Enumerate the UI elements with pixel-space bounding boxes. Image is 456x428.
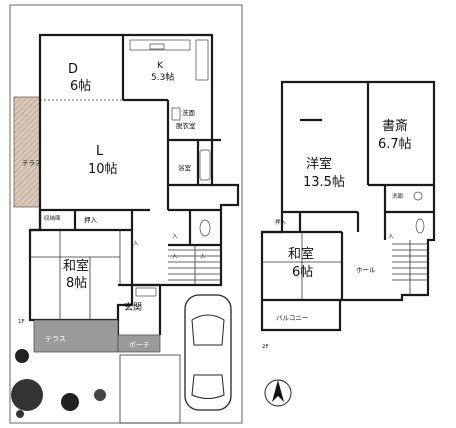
entrance-name: 玄関	[124, 301, 142, 313]
wash-basin	[171, 107, 181, 121]
toilet	[199, 219, 211, 237]
toilet-2f	[415, 218, 425, 234]
kitchen-fridge	[195, 39, 209, 81]
small-2f: 入	[388, 234, 394, 240]
house-outline-2f	[260, 80, 436, 332]
storage-name: 収納庫	[44, 214, 61, 222]
living-size: 10帖	[88, 162, 118, 177]
terrace-bottom-label: テラス	[45, 335, 66, 343]
western-name: 洋室	[306, 156, 332, 172]
washroom-name: 洗面	[182, 108, 196, 117]
shoe-cabinet	[135, 287, 157, 297]
washroom-sub: 脱衣室	[176, 121, 196, 130]
floor-1-plan: テラス	[9, 4, 243, 424]
stairs-1f	[168, 245, 221, 285]
stairs-2f	[392, 240, 428, 295]
dining-name: D	[68, 62, 78, 77]
floor-2-label: 2F	[262, 344, 269, 350]
balcony-name: バルコニー	[276, 314, 308, 322]
washitsu-name: 和室	[63, 258, 89, 274]
porch-label: ポーチ	[129, 341, 150, 349]
tatami-6	[262, 232, 342, 300]
hall-name: ホール	[356, 266, 376, 274]
small-4: 入	[133, 241, 139, 247]
garden-shrubs	[11, 349, 106, 418]
garden-bed	[119, 354, 181, 424]
dining-size: 6帖	[70, 79, 91, 94]
wash-basin-2f	[413, 191, 423, 201]
porch	[117, 334, 161, 353]
kitchen-size: 5.3帖	[151, 71, 174, 83]
western-size: 13.5帖	[303, 175, 345, 190]
bathtub	[199, 149, 211, 181]
washitsu2-name: 和室	[288, 246, 314, 262]
washroom2-name: 洗面	[392, 192, 404, 200]
study-name: 書斎	[382, 118, 408, 134]
terrace-bottom	[33, 319, 119, 353]
washitsu-size: 8帖	[66, 276, 87, 291]
study-size: 6.7帖	[378, 137, 412, 152]
small-1: 入	[172, 234, 178, 240]
car-icon	[184, 294, 232, 411]
bath-name: 浴室	[178, 163, 192, 172]
living-name: L	[96, 144, 104, 159]
terrace-left	[13, 96, 41, 208]
terrace-left-label: テラス	[22, 159, 41, 167]
kitchen-sink	[149, 43, 165, 50]
tatami-8	[30, 230, 120, 320]
floor-1-label: 1F	[18, 319, 25, 325]
closet2-name: 押入	[275, 218, 287, 226]
floor-2-plan	[260, 80, 436, 407]
small-2: 入	[172, 254, 178, 260]
compass-icon	[264, 379, 292, 407]
kitchen-name: K	[157, 61, 164, 71]
closet-name: 押入	[84, 215, 98, 224]
washitsu2-size: 6帖	[292, 265, 313, 280]
small-3: 入	[200, 254, 206, 260]
